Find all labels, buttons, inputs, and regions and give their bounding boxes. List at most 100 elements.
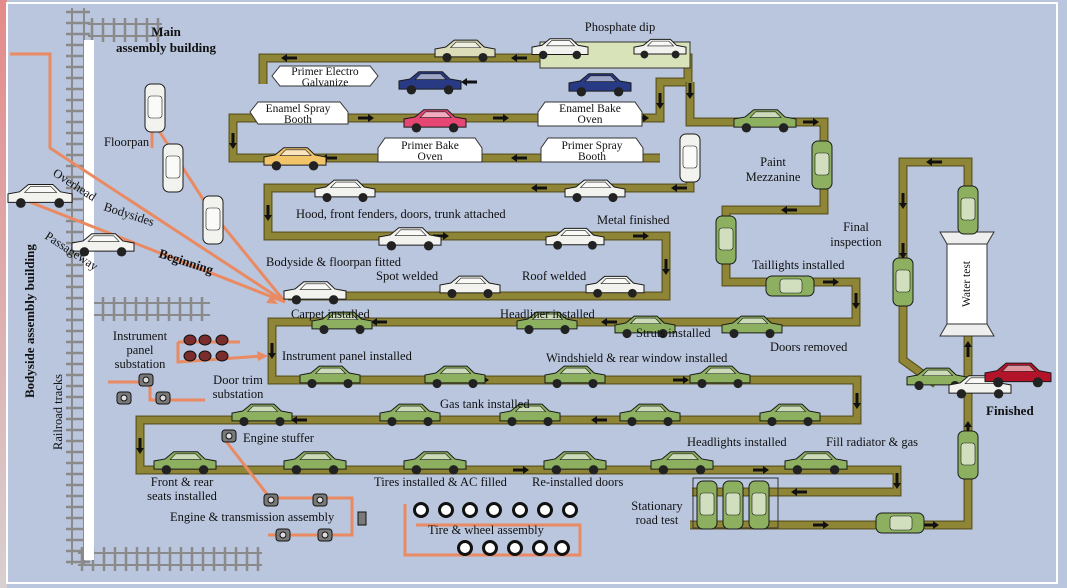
arrow-head bbox=[833, 278, 839, 286]
arrow-shaft bbox=[270, 343, 274, 353]
arrow-shaft bbox=[923, 523, 933, 527]
car-body bbox=[283, 281, 347, 300]
flow-arrow bbox=[899, 193, 907, 209]
car-wheel bbox=[663, 416, 673, 427]
instrument-panel-part bbox=[198, 350, 212, 362]
car-window bbox=[246, 405, 279, 412]
arrow-shaft bbox=[517, 56, 527, 60]
final-inspection-label-2: inspection bbox=[830, 235, 882, 249]
finished-label: Finished bbox=[986, 403, 1034, 418]
car-topview bbox=[957, 185, 979, 235]
booth-primer-spray: Primer Spray Booth bbox=[540, 137, 644, 163]
car bbox=[403, 109, 467, 133]
car bbox=[650, 451, 714, 475]
arrow-head bbox=[899, 253, 907, 259]
car-window bbox=[23, 186, 58, 193]
paint-mezzanine-label-1: Paint bbox=[760, 155, 786, 169]
car-top-glass bbox=[889, 515, 913, 531]
reinstalled-doors-label: Re-installed doors bbox=[532, 475, 623, 489]
car-topview bbox=[144, 83, 166, 133]
arrow-shaft bbox=[797, 490, 807, 494]
instrument-panel-part bbox=[198, 334, 212, 346]
car-wheel bbox=[524, 324, 534, 335]
car-window bbox=[560, 230, 591, 237]
metal-finished-label: Metal finished bbox=[597, 213, 670, 227]
tires-ac-label: Tires installed & AC filled bbox=[374, 475, 508, 489]
car-wheel bbox=[608, 192, 618, 203]
car-body bbox=[379, 403, 441, 422]
flow-arrow bbox=[813, 521, 829, 529]
car-body bbox=[153, 451, 217, 470]
arrow-shaft bbox=[517, 156, 527, 160]
car bbox=[545, 227, 605, 250]
car-wheel bbox=[328, 295, 339, 305]
car-wheel bbox=[448, 465, 459, 475]
car-window bbox=[579, 181, 612, 188]
instrument-panel-part bbox=[183, 334, 197, 346]
arrow-shaft bbox=[855, 393, 859, 403]
arrow-shaft bbox=[677, 186, 687, 190]
arrow-head bbox=[662, 269, 670, 275]
car-wheel bbox=[576, 87, 587, 97]
primer-electro-label-2: Galvanize bbox=[302, 77, 349, 89]
flow-arrow bbox=[781, 206, 797, 214]
arrow-shaft bbox=[854, 293, 858, 303]
car-body bbox=[568, 73, 632, 92]
car-top-glass bbox=[814, 152, 830, 176]
car bbox=[378, 227, 442, 251]
car bbox=[544, 365, 606, 389]
part-hub bbox=[279, 531, 287, 539]
road-test-label-1: Stationary bbox=[631, 499, 683, 513]
car-topview bbox=[748, 480, 770, 530]
passage-strip bbox=[84, 40, 94, 560]
car-top-glass bbox=[725, 492, 741, 516]
car-window bbox=[921, 369, 954, 376]
car-body bbox=[516, 311, 578, 330]
car-wheel bbox=[291, 295, 302, 305]
car-top-glass bbox=[718, 227, 734, 251]
car-wheel bbox=[387, 416, 397, 427]
car bbox=[984, 362, 1052, 388]
car-topview bbox=[811, 140, 833, 190]
flow-arrow bbox=[371, 318, 387, 326]
car-wheel bbox=[622, 328, 632, 339]
car-topview bbox=[892, 257, 914, 307]
arrow-head bbox=[461, 78, 467, 86]
part-hub bbox=[142, 376, 150, 384]
car bbox=[733, 109, 797, 133]
primer-bake-label-2: Oven bbox=[418, 151, 443, 163]
car-body bbox=[543, 451, 607, 470]
car bbox=[424, 365, 486, 389]
car-body bbox=[721, 315, 783, 334]
car-body bbox=[784, 451, 848, 470]
car-body bbox=[299, 365, 361, 384]
part-hub bbox=[321, 531, 329, 539]
car-body bbox=[403, 109, 467, 128]
arrow-shaft bbox=[813, 523, 823, 527]
car-wheel bbox=[328, 465, 339, 475]
primer-electro-label-1: Primer Electro bbox=[291, 66, 359, 78]
car-wheel bbox=[483, 288, 493, 299]
car bbox=[439, 275, 501, 299]
arrow-shaft bbox=[664, 259, 668, 269]
arrow-head bbox=[893, 483, 901, 489]
car-wheel bbox=[343, 378, 353, 389]
car-topview bbox=[696, 480, 718, 530]
transmission-part bbox=[357, 511, 367, 526]
flow-arrow bbox=[268, 343, 276, 359]
car-wheel bbox=[406, 85, 417, 95]
flow-arrow bbox=[893, 473, 901, 489]
flow-arrow bbox=[899, 243, 907, 259]
arrow-shaft bbox=[327, 156, 337, 160]
enamel-bake-label-1: Enamel Bake bbox=[559, 103, 621, 115]
car-wheel bbox=[993, 377, 1004, 388]
car-wheel bbox=[588, 465, 599, 475]
flow-arrow bbox=[513, 466, 529, 474]
instrument-substation-label-3: substation bbox=[115, 357, 166, 371]
car-wheel bbox=[543, 416, 553, 427]
car-window bbox=[394, 405, 427, 412]
spot-welded-label: Spot welded bbox=[376, 269, 439, 283]
car-wheel bbox=[671, 50, 680, 59]
instrument-substation-label-1: Instrument bbox=[113, 329, 168, 343]
